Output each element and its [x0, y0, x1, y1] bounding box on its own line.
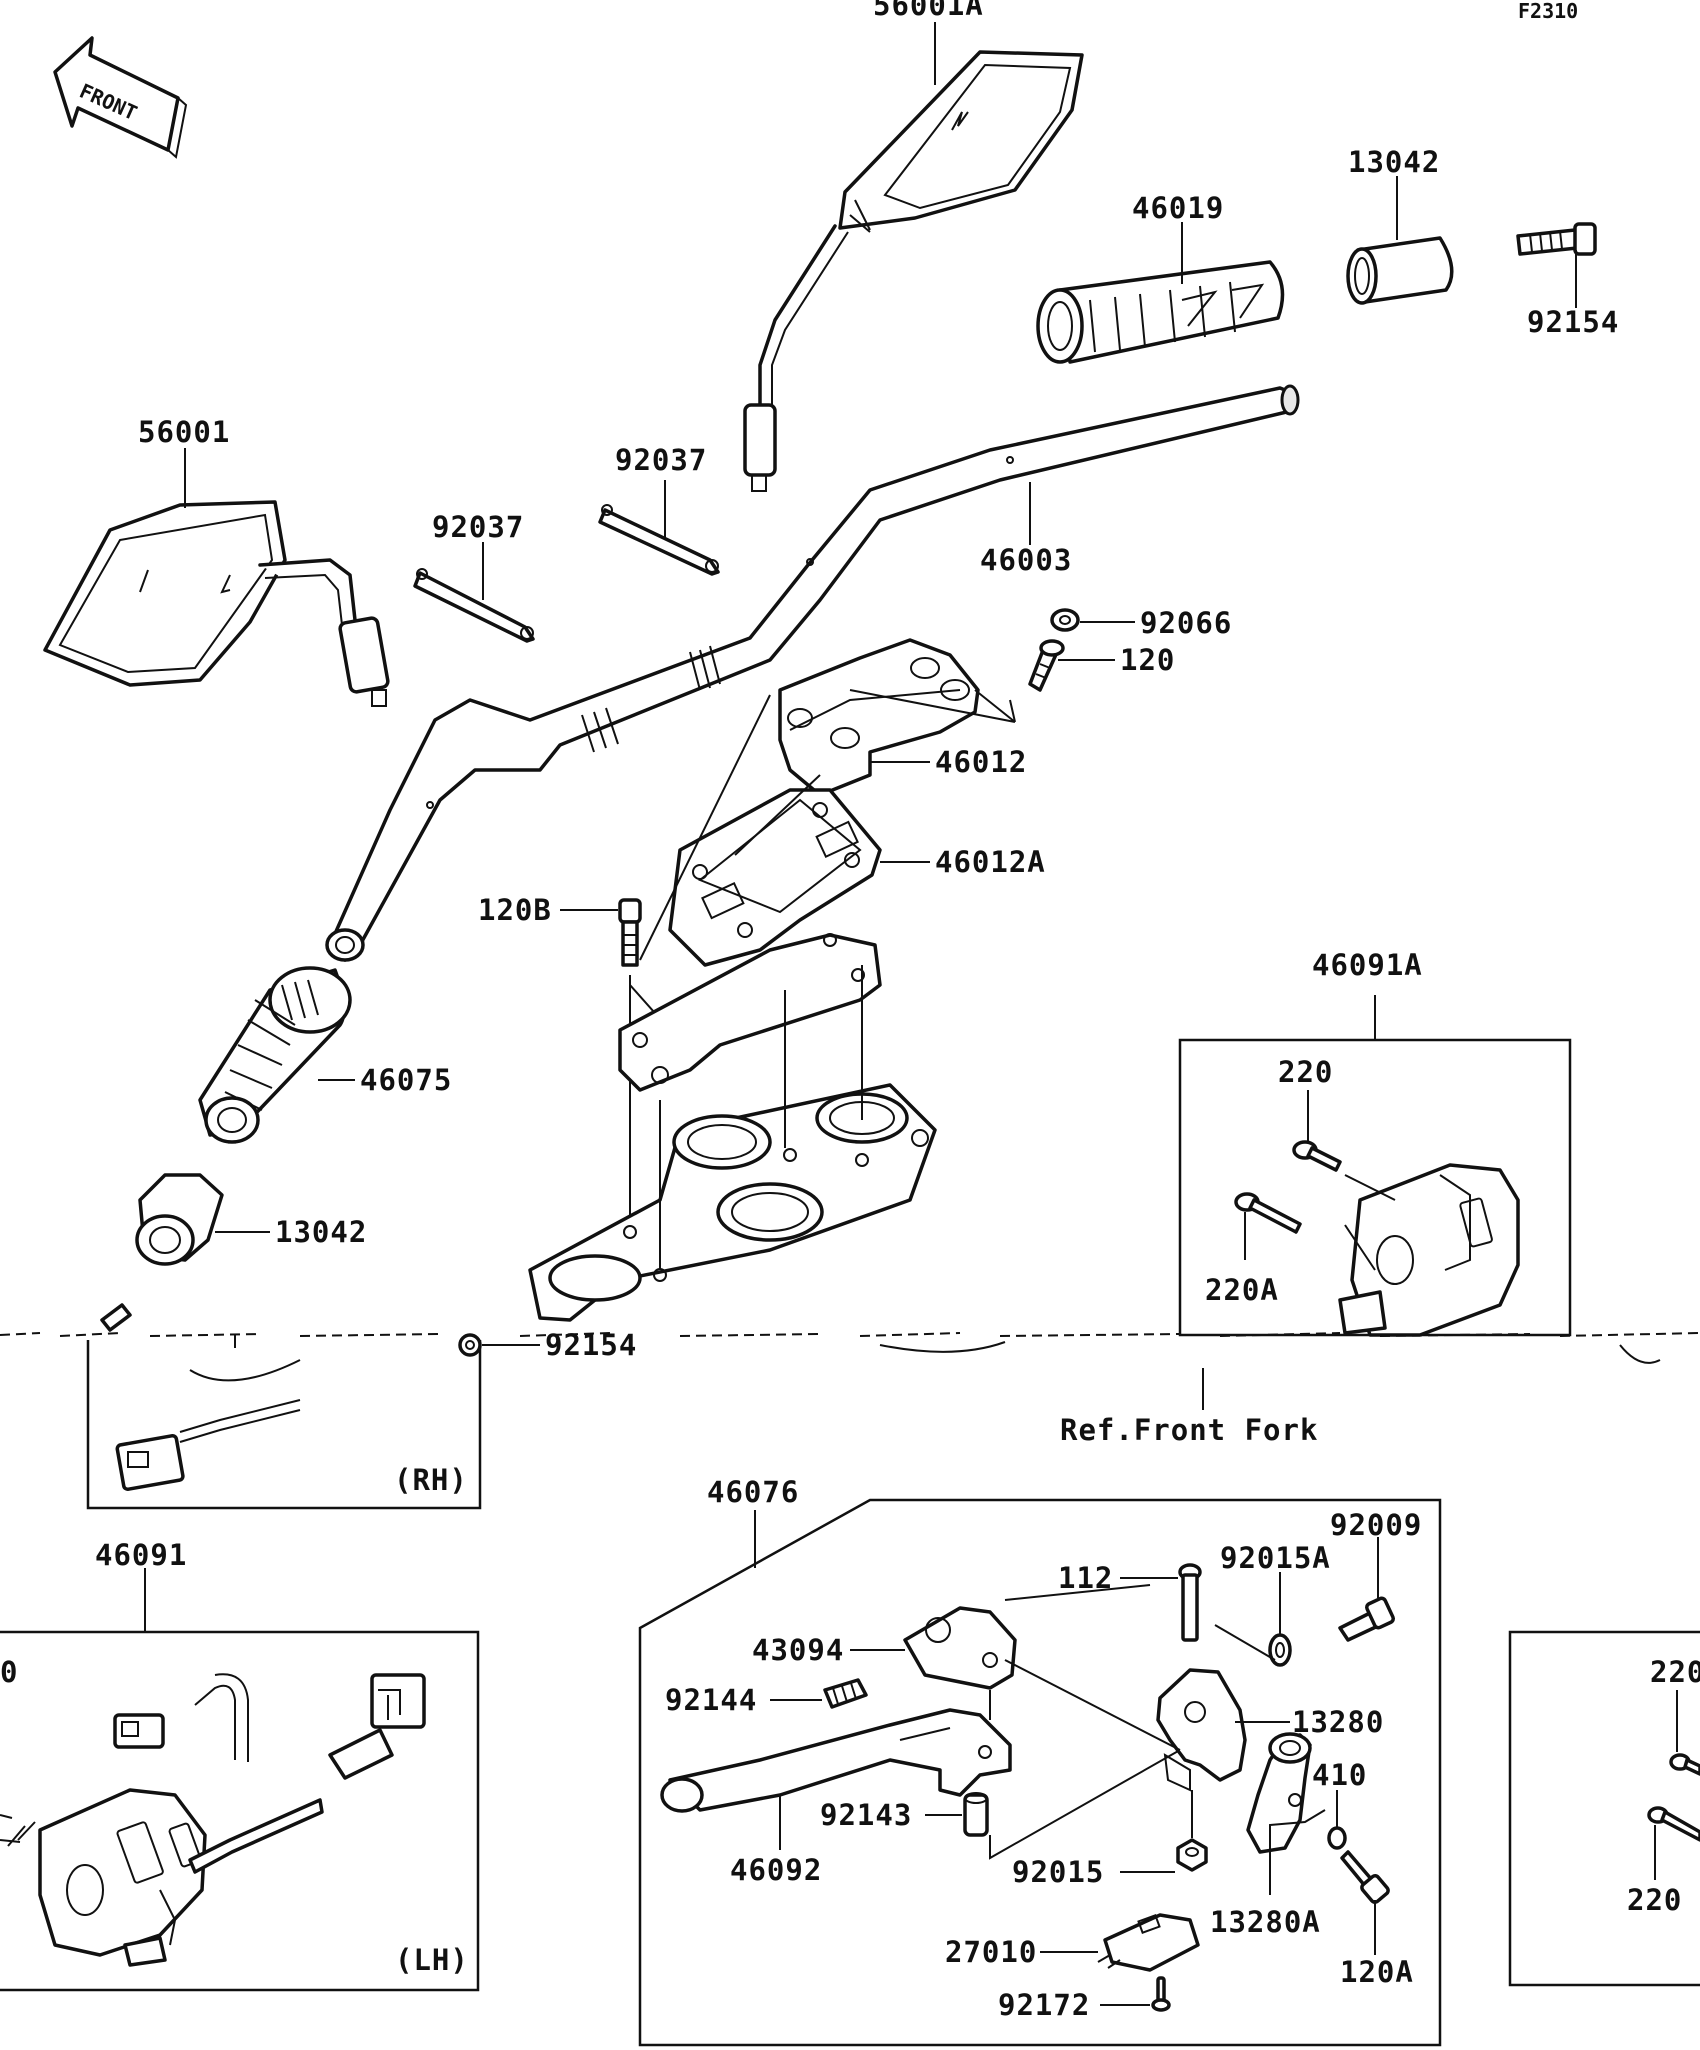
front-arrow-icon: FRONT [53, 36, 188, 159]
screw-220-partial [1647, 1753, 1700, 1842]
label-56001a: 56001A [873, 0, 984, 22]
washer-92015a [1268, 1633, 1292, 1667]
label-220-partial-top: 220 [1650, 1655, 1700, 1689]
label-partial-left: 0 [0, 1655, 18, 1689]
bolt-112 [1178, 1563, 1202, 1642]
bolt-120 [1028, 639, 1065, 692]
switch-housing-lh [0, 1673, 426, 1967]
label-56001: 56001 [138, 415, 230, 449]
figure-code: F2310 [1518, 0, 1578, 23]
switch-lh-box [0, 1630, 480, 1992]
label-120: 120 [1120, 643, 1175, 677]
switch-housing-rh [1338, 1163, 1520, 1337]
handlebar-holder-upper [778, 638, 980, 797]
label-120a: 120A [1340, 1955, 1414, 1989]
mirror-lh [43, 500, 390, 707]
label-120b: 120B [478, 893, 552, 927]
label-27010: 27010 [945, 1935, 1037, 1969]
bolt-120b [618, 898, 642, 967]
clamp-92037-a [598, 504, 720, 576]
screw-220a [1234, 1192, 1302, 1234]
lever-assy-box [638, 1498, 1442, 2047]
label-220-partial-bottom: 220 [1627, 1883, 1682, 1917]
partial-right-box [1508, 1630, 1700, 1987]
washer-410 [1327, 1826, 1347, 1850]
label-46076: 46076 [707, 1475, 799, 1509]
screw-92172 [1151, 1976, 1171, 2012]
bolt-rh [1516, 222, 1597, 256]
screw-220 [1292, 1140, 1342, 1172]
label-92037-b: 92037 [432, 510, 524, 544]
label-43094: 43094 [752, 1633, 844, 1667]
label-46012: 46012 [935, 745, 1027, 779]
lever-46092 [660, 1708, 1012, 1813]
label-92009: 92009 [1330, 1508, 1422, 1542]
handlebar-holder-lower [668, 788, 882, 967]
label-92143: 92143 [820, 1798, 912, 1832]
label-92154-rh: 92154 [1527, 305, 1619, 339]
label-46003: 46003 [980, 543, 1072, 577]
grip-lh [198, 966, 352, 1144]
bolt-92009 [1338, 1596, 1395, 1642]
label-92172: 92172 [998, 1988, 1090, 2022]
label-46012a: 46012A [935, 845, 1046, 879]
bolt-lh [100, 1303, 482, 1357]
label-46019: 46019 [1132, 191, 1224, 225]
label-92015a: 92015A [1220, 1541, 1331, 1575]
bolt-120a [1340, 1850, 1390, 1904]
clamp-92037-b [413, 568, 535, 643]
switch-27010 [1097, 1913, 1200, 1972]
label-220: 220 [1278, 1055, 1333, 1089]
nut-92015 [1176, 1838, 1208, 1872]
label-13280a: 13280A [1210, 1905, 1321, 1939]
label-46091: 46091 [95, 1538, 187, 1572]
grip-rh [1036, 260, 1285, 364]
label-92015: 92015 [1012, 1855, 1104, 1889]
clamp-holder-13280a [1246, 1732, 1312, 1854]
label-13280: 13280 [1292, 1705, 1384, 1739]
rh-section-label: (RH) [394, 1463, 468, 1497]
label-46075: 46075 [360, 1063, 452, 1097]
adjuster-43094 [903, 1606, 1017, 1690]
label-13042-lh: 13042 [275, 1215, 367, 1249]
collar-92143 [963, 1792, 989, 1837]
rh-switch-box-partial [86, 1340, 482, 1510]
label-92144: 92144 [665, 1683, 757, 1717]
label-92037-a: 92037 [615, 443, 707, 477]
handlebar [325, 384, 1300, 962]
steering-stem-bracket [528, 933, 937, 1322]
label-46092: 46092 [730, 1853, 822, 1887]
mirror-rh [743, 50, 1084, 492]
washer-92066 [1050, 608, 1080, 632]
bar-end-weight-lh [135, 1173, 224, 1266]
bracket-13280 [1156, 1668, 1247, 1792]
label-92066: 92066 [1140, 606, 1232, 640]
ref-front-fork-note: Ref.Front Fork [1060, 1413, 1318, 1447]
spring-92144 [823, 1678, 868, 1709]
label-46091a: 46091A [1312, 948, 1423, 982]
label-410: 410 [1312, 1758, 1367, 1792]
bar-end-weight-rh [1346, 236, 1454, 305]
label-220a: 220A [1205, 1273, 1279, 1307]
label-13042-rh: 13042 [1348, 145, 1440, 179]
lh-section-label: (LH) [395, 1943, 469, 1977]
